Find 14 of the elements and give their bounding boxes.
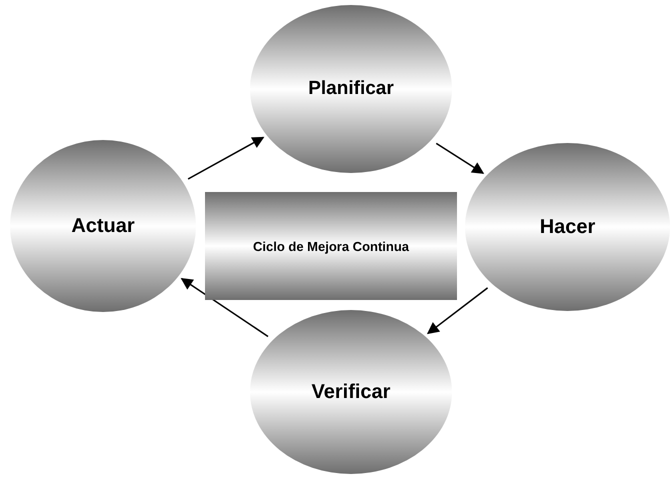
- process-circle: [250, 310, 452, 474]
- process-circle: [10, 140, 196, 312]
- arrow: [436, 142, 484, 174]
- process-circle: [250, 5, 452, 173]
- arrow: [188, 136, 264, 180]
- arrow: [180, 278, 268, 338]
- process-circle: [465, 143, 670, 311]
- node-label: Actuar: [71, 214, 135, 238]
- node-label: Planificar: [308, 78, 394, 100]
- arrow: [426, 287, 488, 334]
- node-label: Ciclo de Mejora Continua: [252, 238, 409, 254]
- node-label: Verificar: [312, 380, 390, 404]
- node-label: Hacer: [540, 216, 596, 238]
- title-box: [205, 192, 457, 300]
